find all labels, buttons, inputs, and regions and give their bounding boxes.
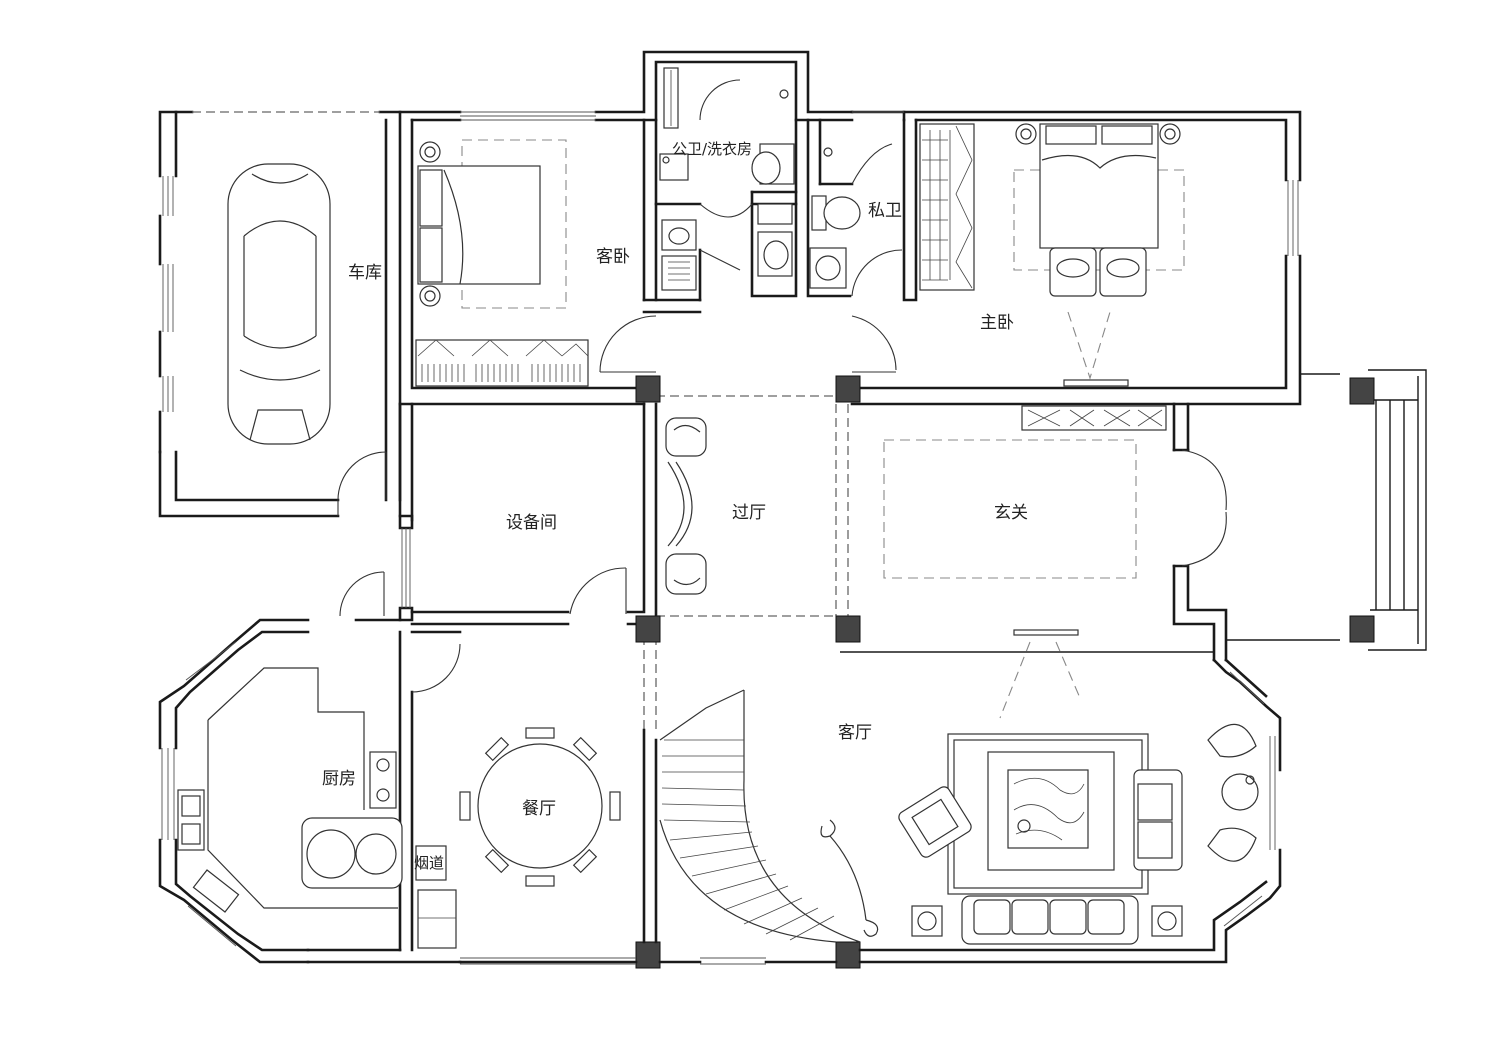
room-label-private-bath: 私卫 bbox=[868, 201, 902, 221]
spiral-staircase-icon bbox=[659, 689, 879, 943]
chimney-icon bbox=[415, 845, 457, 949]
dining-walls bbox=[458, 728, 658, 964]
car-icon bbox=[227, 163, 331, 445]
living-rug-icon bbox=[947, 733, 1149, 895]
kitchen-counter-icon bbox=[177, 667, 403, 913]
guest-wardrobe-icon bbox=[415, 339, 589, 387]
room-label-guest-bedroom: 客卧 bbox=[596, 247, 630, 267]
structural-columns bbox=[635, 375, 1375, 969]
side-tables-icon bbox=[911, 905, 1183, 937]
living-room-walls bbox=[658, 658, 1282, 964]
room-label-chimney: 烟道 bbox=[414, 854, 444, 872]
room-label-garage: 车库 bbox=[348, 263, 382, 283]
sofa-right-icon bbox=[1133, 769, 1183, 871]
guest-bedroom-walls bbox=[398, 50, 854, 406]
master-bed-icon bbox=[1013, 123, 1185, 387]
dining-table-icon bbox=[459, 727, 621, 887]
foyer-cabinet-icon bbox=[1021, 405, 1167, 431]
room-label-equipment-room: 设备间 bbox=[506, 513, 557, 533]
dining-window bbox=[460, 957, 636, 965]
room-label-hall: 过厅 bbox=[732, 503, 766, 523]
kitchen-walls bbox=[158, 618, 462, 964]
room-label-public-bath-laundry: 公卫/洗衣房 bbox=[672, 140, 752, 158]
living-room-windows bbox=[700, 671, 1276, 965]
hall-dashed-opening bbox=[643, 395, 849, 730]
room-label-master-bedroom: 主卧 bbox=[980, 313, 1014, 333]
garage-windows bbox=[162, 176, 174, 412]
equipment-room-door bbox=[569, 567, 627, 615]
foyer-entry-doors bbox=[1181, 449, 1227, 567]
kitchen-door bbox=[339, 571, 461, 693]
garage-door bbox=[337, 451, 387, 516]
private-bath-walls bbox=[806, 118, 918, 302]
master-wardrobe-icon bbox=[919, 123, 975, 291]
room-label-living-room: 客厅 bbox=[838, 723, 872, 743]
foyer-walls bbox=[840, 402, 1228, 662]
tv-cabinet-icon bbox=[999, 629, 1081, 719]
guest-bedroom-door bbox=[599, 315, 657, 373]
armchair-left-icon bbox=[898, 786, 972, 858]
foyer-rug-outline bbox=[883, 439, 1137, 579]
hall-chairs-icon bbox=[665, 417, 707, 595]
garage-walls bbox=[158, 110, 402, 518]
private-bath-fixtures bbox=[809, 143, 903, 297]
room-label-foyer: 玄关 bbox=[994, 503, 1028, 523]
kitchen-windows bbox=[161, 641, 237, 947]
public-bath-fixtures bbox=[659, 67, 795, 291]
guest-bed-icon bbox=[417, 139, 567, 309]
porch-steps bbox=[1226, 369, 1427, 651]
master-bedroom-windows bbox=[852, 111, 1299, 256]
equipment-room-window bbox=[401, 528, 411, 608]
room-label-kitchen: 厨房 bbox=[322, 769, 356, 789]
room-label-dining-room: 餐厅 bbox=[522, 799, 556, 819]
master-bedroom-door bbox=[851, 315, 897, 373]
sofa-bottom-icon bbox=[961, 895, 1139, 945]
lounge-chairs-icon bbox=[1207, 723, 1259, 862]
guest-bedroom-window bbox=[460, 111, 596, 121]
